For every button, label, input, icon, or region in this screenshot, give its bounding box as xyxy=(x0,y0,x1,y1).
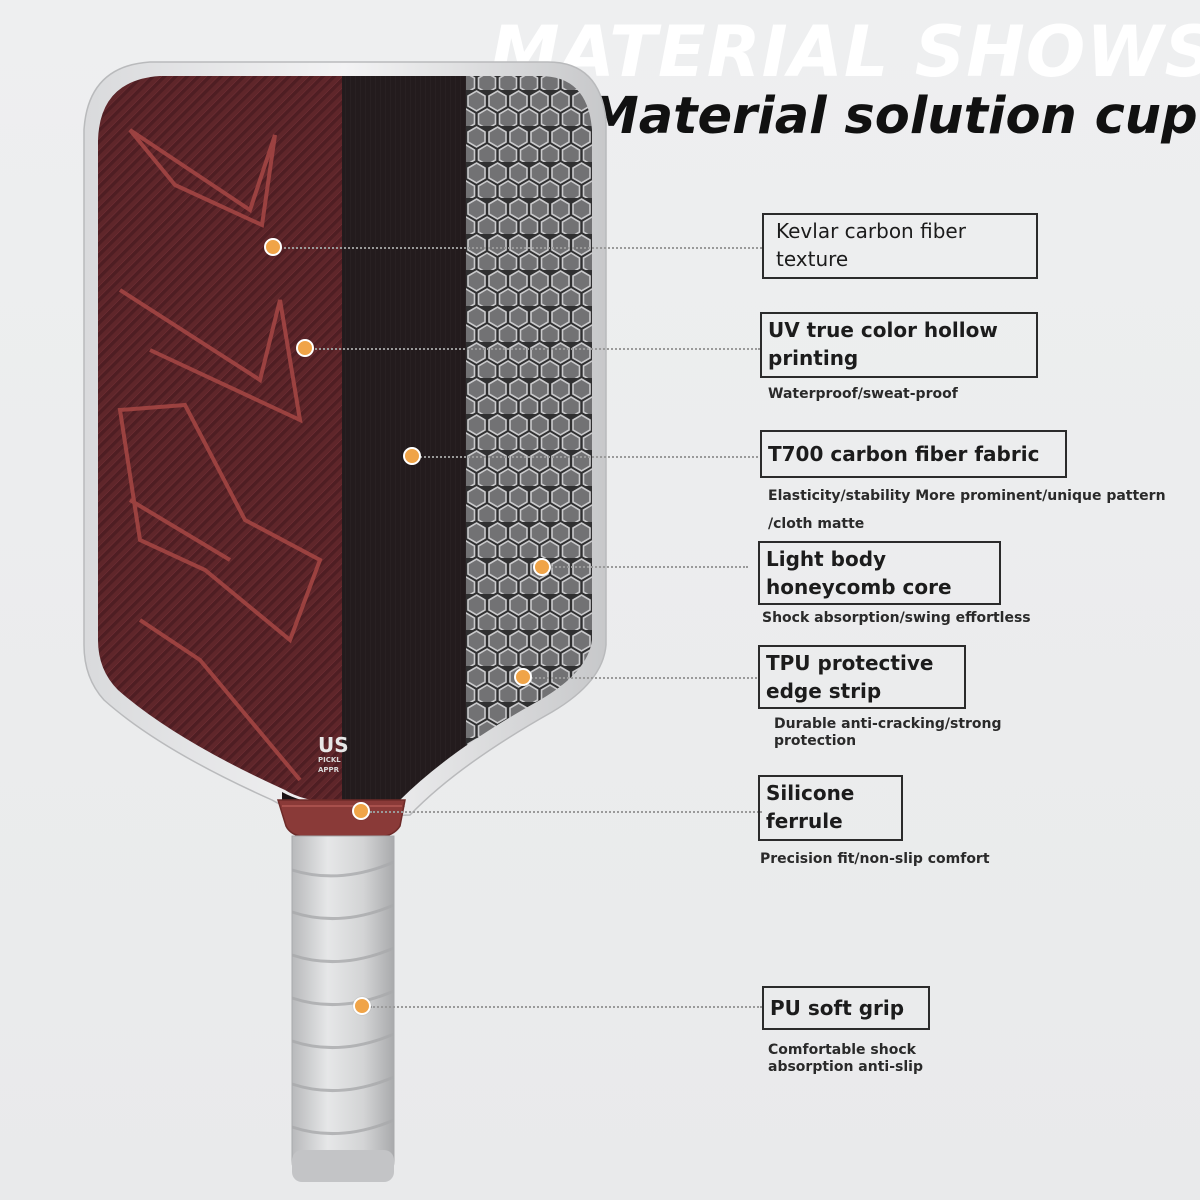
badge-text: US xyxy=(318,733,349,757)
callout-honeycomb-line-2: honeycomb core xyxy=(766,575,952,599)
callout-grip-title: PU soft grip xyxy=(762,986,930,1030)
leader-line-5 xyxy=(528,677,760,679)
callout-tpu-desc: Durable anti-cracking/strong protection xyxy=(774,716,1002,750)
leader-line-4 xyxy=(548,566,748,568)
marker-dot-grip xyxy=(353,997,371,1015)
callout-ferrule-desc: Precision fit/non-slip comfort xyxy=(760,851,990,868)
callout-ferrule-title: Silicone ferrule xyxy=(758,775,903,841)
header-subtitle: Material solution cup xyxy=(588,87,1198,146)
callout-uv-title: UV true color hollow printing xyxy=(760,312,1038,378)
callout-tpu-line-2: edge strip xyxy=(766,679,882,703)
callout-tpu-line-1: TPU protective xyxy=(766,651,934,675)
marker-dot-honeycomb xyxy=(533,558,551,576)
callout-kevlar-title: Kevlar carbon fiber texture xyxy=(762,213,1038,279)
callout-tpu-desc-1: Durable anti-cracking/strong xyxy=(774,716,1002,732)
callout-grip-line-1: PU soft grip xyxy=(770,996,905,1020)
callout-t700-desc: Elasticity/stability More prominent/uniq… xyxy=(768,482,1166,538)
callout-ferrule-line-1: Silicone xyxy=(766,781,855,805)
pu-grip xyxy=(291,835,395,1181)
callout-grip-desc-1: Comfortable shock xyxy=(768,1042,916,1058)
callout-uv-desc: Waterproof/sweat-proof xyxy=(768,386,958,403)
leader-line-7 xyxy=(370,1006,762,1008)
marker-dot-t700 xyxy=(403,447,421,465)
callout-t700-desc-2: /cloth matte xyxy=(768,516,865,532)
callout-t700-title: T700 carbon fiber fabric xyxy=(760,430,1067,478)
header-title: MATERIAL SHOWS xyxy=(490,11,1200,93)
callout-kevlar-line-2: texture xyxy=(776,247,849,271)
callout-t700-line-1: T700 carbon fiber fabric xyxy=(768,442,1040,466)
leader-line-2 xyxy=(312,348,760,350)
callout-grip-desc: Comfortable shock absorption anti-slip xyxy=(768,1042,923,1076)
callout-honeycomb-desc: Shock absorption/swing effortless xyxy=(762,610,1031,627)
marker-dot-kevlar xyxy=(264,238,282,256)
marker-dot-tpu xyxy=(514,668,532,686)
callout-ferrule-line-2: ferrule xyxy=(766,809,843,833)
marker-dot-uv xyxy=(296,339,314,357)
callout-ferrule-desc-1: Precision fit/non-slip comfort xyxy=(760,851,990,867)
leader-line-3 xyxy=(420,456,762,458)
callout-honeycomb-line-1: Light body xyxy=(766,547,887,571)
callout-honeycomb-title: Light body honeycomb core xyxy=(758,541,1001,605)
callout-kevlar-line-1: Kevlar carbon fiber xyxy=(776,219,966,243)
leader-line-1 xyxy=(280,247,762,249)
callout-uv-line-2: printing xyxy=(768,346,859,370)
callout-tpu-title: TPU protective edge strip xyxy=(758,645,966,709)
callout-tpu-desc-2: protection xyxy=(774,733,857,749)
callout-uv-line-1: UV true color hollow xyxy=(768,318,998,342)
marker-dot-ferrule xyxy=(352,802,370,820)
badge-small-2: APPR xyxy=(318,766,340,774)
callout-uv-desc-1: Waterproof/sweat-proof xyxy=(768,386,958,402)
leader-line-6 xyxy=(370,811,762,813)
callout-t700-desc-1: Elasticity/stability More prominent/uniq… xyxy=(768,488,1166,504)
callout-grip-desc-2: absorption anti-slip xyxy=(768,1059,923,1075)
badge-small-1: PICKL xyxy=(318,756,341,764)
callout-honeycomb-desc-1: Shock absorption/swing effortless xyxy=(762,610,1031,626)
